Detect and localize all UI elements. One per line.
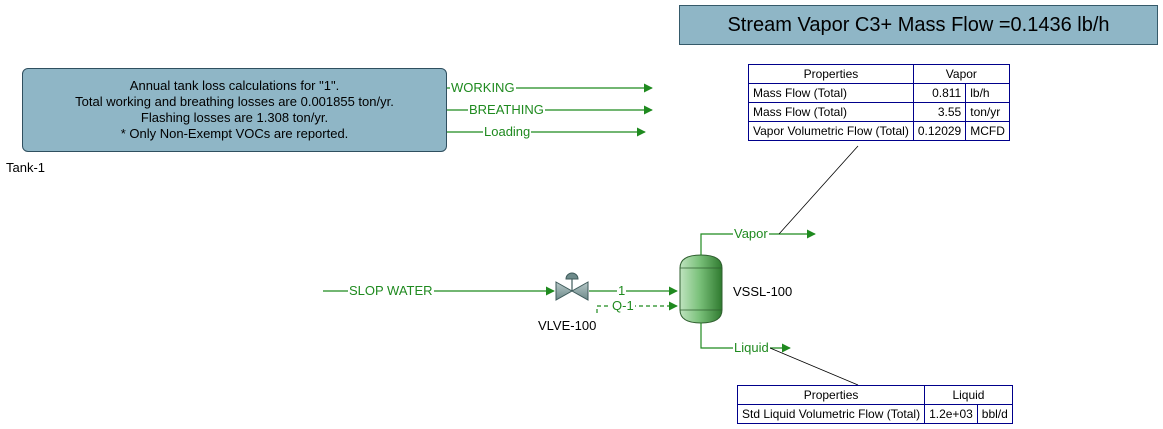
liquid-stream-label[interactable]: Liquid xyxy=(733,340,770,355)
vessel-label: VSSL-100 xyxy=(733,284,793,299)
vapor-properties-table[interactable]: Properties Vapor Mass Flow (Total) 0.811… xyxy=(748,64,1010,141)
tank-line-1: Annual tank loss calculations for "1". xyxy=(129,78,340,93)
stream-banner: Stream Vapor C3+ Mass Flow =0.1436 lb/h xyxy=(679,5,1158,45)
vapor-stream-label[interactable]: Vapor xyxy=(733,226,769,241)
vapor-table-leader xyxy=(778,145,859,235)
property-name: Mass Flow (Total) xyxy=(748,102,914,122)
header-liquid: Liquid xyxy=(924,385,1013,405)
vapor-stream-line[interactable] xyxy=(700,229,816,255)
property-name: Vapor Volumetric Flow (Total) xyxy=(748,121,914,141)
header-vapor: Vapor xyxy=(912,64,1010,84)
property-value: 0.12029 xyxy=(912,121,967,141)
vessel-icon[interactable] xyxy=(679,254,723,324)
property-unit: bbl/d xyxy=(976,404,1013,424)
tank-line-3: Flashing losses are 1.308 ton/yr. xyxy=(140,110,329,125)
property-value: 0.811 xyxy=(912,83,967,103)
table-header-row: Properties Liquid xyxy=(736,385,1013,405)
breathing-stream-label[interactable]: BREATHING xyxy=(468,102,545,117)
slop-water-stream-label[interactable]: SLOP WATER xyxy=(348,283,434,298)
tank-name-label: Tank-1 xyxy=(6,160,46,175)
header-properties: Properties xyxy=(736,385,926,405)
property-unit: lb/h xyxy=(965,83,1010,103)
liquid-properties-table[interactable]: Properties Liquid Std Liquid Volumetric … xyxy=(736,385,1013,424)
banner-text: Stream Vapor C3+ Mass Flow =0.1436 lb/h xyxy=(727,13,1110,36)
property-value: 1.2e+03 xyxy=(924,404,978,424)
valve-icon[interactable] xyxy=(555,272,589,301)
property-name: Mass Flow (Total) xyxy=(748,83,914,103)
tank-line-2: Total working and breathing losses are 0… xyxy=(75,94,394,109)
table-row: Mass Flow (Total) 3.55 ton/yr xyxy=(748,102,1010,122)
header-properties: Properties xyxy=(748,64,914,84)
property-value: 3.55 xyxy=(912,102,967,122)
valve-label: VLVE-100 xyxy=(538,318,597,333)
stream-1-label[interactable]: 1 xyxy=(617,283,627,298)
table-row: Mass Flow (Total) 0.811 lb/h xyxy=(748,83,1010,103)
tank-loss-box[interactable]: Annual tank loss calculations for "1". T… xyxy=(22,68,447,152)
liquid-table-leader xyxy=(769,347,859,386)
property-name: Std Liquid Volumetric Flow (Total) xyxy=(736,404,926,424)
tank-line-4: * Only Non-Exempt VOCs are reported. xyxy=(120,126,349,141)
energy-stream-line[interactable] xyxy=(596,301,678,313)
working-stream-label[interactable]: WORKING xyxy=(450,80,516,95)
property-unit: MCFD xyxy=(965,121,1010,141)
table-row: Std Liquid Volumetric Flow (Total) 1.2e+… xyxy=(736,404,1013,424)
property-unit: ton/yr xyxy=(965,102,1010,122)
energy-stream-label[interactable]: Q-1 xyxy=(611,298,635,313)
table-row: Vapor Volumetric Flow (Total) 0.12029 MC… xyxy=(748,121,1010,141)
table-header-row: Properties Vapor xyxy=(748,64,1010,84)
loading-stream-label[interactable]: Loading xyxy=(483,124,532,139)
